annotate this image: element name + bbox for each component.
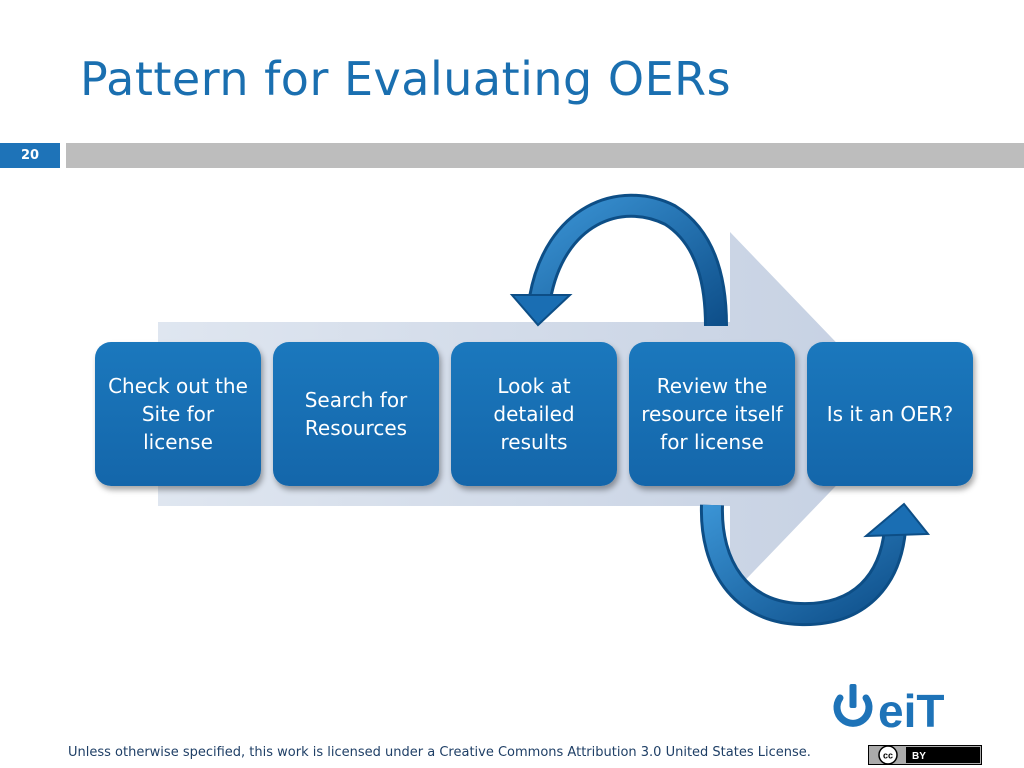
- cc-by-badge[interactable]: cc BY: [868, 745, 982, 765]
- cc-badge-by-text: BY: [912, 751, 926, 762]
- oeit-logo: eiT: [833, 684, 944, 732]
- license-footer[interactable]: Unless otherwise specified, this work is…: [68, 745, 811, 760]
- step-search-resources: Search for Resources: [273, 342, 439, 486]
- step-check-site: Check out the Site for license: [95, 342, 261, 486]
- svg-text:eiT: eiT: [878, 685, 944, 732]
- cc-badge-cc-text: cc: [883, 751, 893, 761]
- header-band: [66, 143, 1024, 168]
- loop-forward-arrow: [699, 502, 931, 627]
- loop-back-arrow: [509, 193, 728, 327]
- step-look-results: Look at detailed results: [451, 342, 617, 486]
- step-review-resource: Review the resource itself for license: [629, 342, 795, 486]
- slide-number: 20: [0, 143, 60, 168]
- slide-title: Pattern for Evaluating OERs: [80, 52, 732, 106]
- step-is-oer: Is it an OER?: [807, 342, 973, 486]
